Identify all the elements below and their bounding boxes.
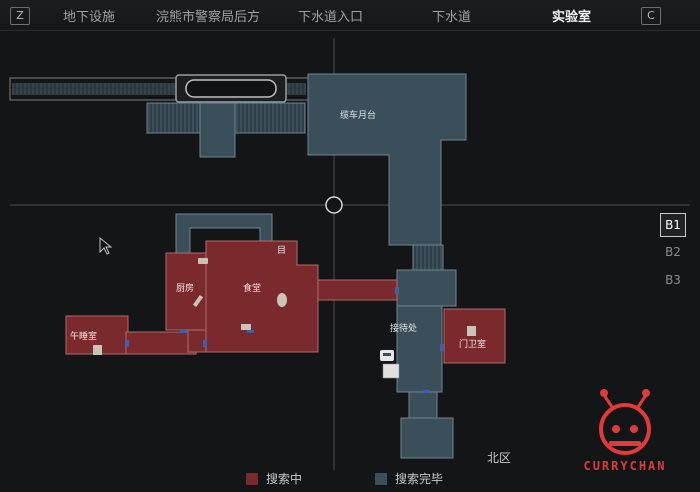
tab-sewer-entrance[interactable]: 下水道入口 <box>298 10 364 25</box>
tab-underground-facility[interactable]: 地下设施 <box>63 10 116 25</box>
searched-rooms <box>146 73 467 459</box>
cable-car-track <box>9 74 309 103</box>
next-area-key[interactable]: C <box>641 7 661 25</box>
door-markers <box>125 287 444 393</box>
legend-searching-swatch <box>246 473 258 485</box>
door-letter-mark: 目 <box>277 246 287 256</box>
tab-rpd-back[interactable]: 浣熊市警察局后方 <box>156 10 261 25</box>
room-label-dining: 食堂 <box>243 284 262 294</box>
room-label-nap-room: 午睡室 <box>70 332 98 342</box>
area-tab-bar: Z 地下设施 浣熊市警察局后方 下水道入口 下水道 实验室 C <box>0 0 700 31</box>
room-label-guard-room: 门卫室 <box>459 340 487 350</box>
prev-area-key[interactable]: Z <box>10 7 30 25</box>
region-label: 北区 <box>487 451 512 465</box>
floor-selector: B1 B2 B3 <box>660 213 686 297</box>
room-label-reception: 接待处 <box>390 324 418 334</box>
floor-b2[interactable]: B2 <box>665 245 681 259</box>
lab-map-icon[interactable] <box>0 30 700 470</box>
tab-laboratory[interactable]: 实验室 <box>552 10 592 25</box>
typewriter-icon[interactable] <box>380 350 400 379</box>
compass-icon <box>325 196 343 214</box>
legend-searched-label: 搜索完毕 <box>395 472 444 486</box>
floor-b3[interactable]: B3 <box>665 273 681 287</box>
floor-b1[interactable]: B1 <box>660 213 686 237</box>
item-icon[interactable] <box>93 258 476 355</box>
mouse-cursor-icon <box>99 236 113 255</box>
tab-sewer[interactable]: 下水道 <box>432 10 472 25</box>
legend-searched-swatch <box>375 473 387 485</box>
watermark: CURRYCHAN <box>560 385 690 485</box>
legend-searching-label: 搜索中 <box>266 472 303 486</box>
legend-searched: 搜索完毕 <box>375 470 443 487</box>
room-label-kitchen: 厨房 <box>176 284 195 294</box>
watermark-logo-icon <box>599 389 651 455</box>
watermark-text: CURRYCHAN <box>583 459 667 473</box>
legend-searching: 搜索中 <box>246 470 302 487</box>
room-label-platform: 缆车月台 <box>340 111 377 121</box>
